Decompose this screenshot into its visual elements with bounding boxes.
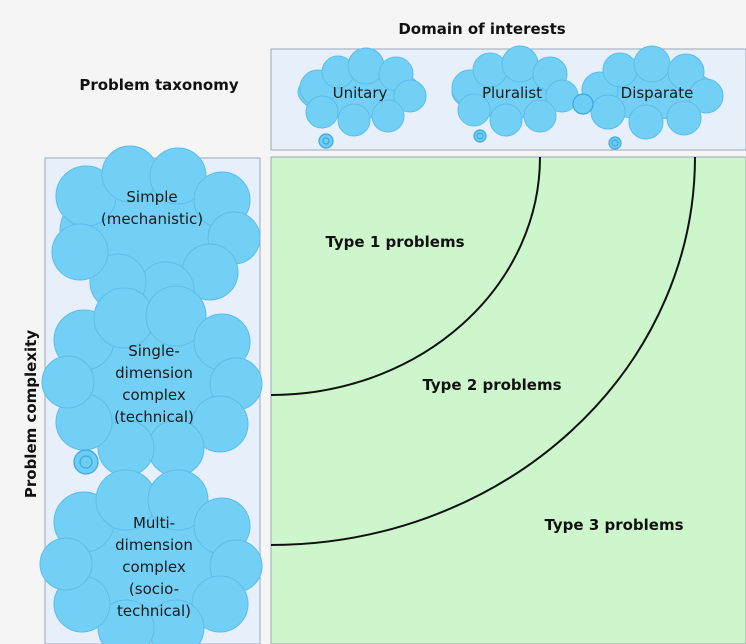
label-unitary: Unitary	[333, 84, 388, 102]
type2-label: Type 2 problems	[422, 376, 561, 394]
cloud-pluralist: Pluralist	[451, 45, 579, 143]
cloud-single-dimension: Single- dimension complex (technical)	[41, 285, 263, 501]
label-multi-line2: dimension	[115, 536, 193, 554]
type2-boundary-arc	[270, 156, 696, 546]
label-single-line3: complex	[122, 386, 186, 404]
cloud-unitary: Unitary	[297, 47, 427, 149]
type1-boundary-arc	[270, 156, 541, 396]
label-disparate: Disparate	[621, 84, 694, 102]
label-pluralist: Pluralist	[482, 84, 542, 102]
problem-taxonomy-title: Problem taxonomy	[79, 76, 238, 94]
cloud-multi-dimension: Multi- dimension complex (socio- technic…	[39, 469, 263, 644]
type1-label: Type 1 problems	[325, 233, 464, 251]
label-multi-line5: technical)	[117, 602, 191, 620]
label-multi-line1: Multi-	[133, 514, 175, 532]
type3-label: Type 3 problems	[544, 516, 683, 534]
label-simple-line2: (mechanistic)	[101, 210, 203, 228]
domain-of-interests-title: Domain of interests	[398, 20, 565, 38]
label-single-line2: dimension	[115, 364, 193, 382]
label-multi-line4: (socio-	[129, 580, 179, 598]
cloud-disparate: Disparate	[572, 45, 724, 150]
problem-complexity-title: Problem complexity	[22, 330, 40, 498]
label-multi-line3: complex	[122, 558, 186, 576]
cloud-simple: Simple (mechanistic)	[51, 145, 261, 319]
problem-field	[270, 156, 746, 644]
label-simple-line1: Simple	[126, 188, 177, 206]
label-single-line1: Single-	[128, 342, 180, 360]
label-single-line4: (technical)	[114, 408, 194, 426]
